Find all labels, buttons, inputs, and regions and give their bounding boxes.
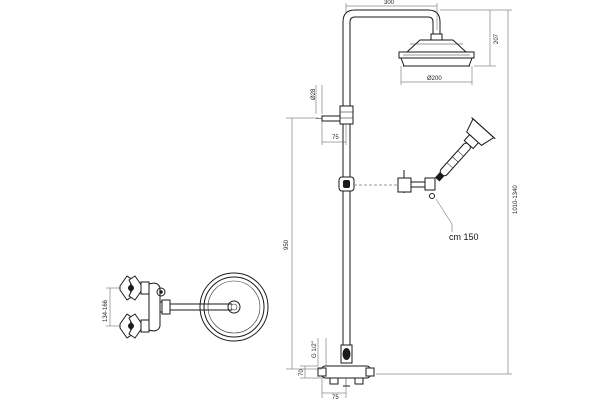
inlet-height-label: 70 [299,369,305,376]
total-height-label: 1010-1340 [513,185,519,214]
dimension-lines: 300 207 Ø200 1010-1340 Ø28 75 950 G [284,0,519,400]
shower-arm [342,9,441,34]
mixer-body [317,344,375,387]
wall-offset-bottom-label: 75 [332,395,339,400]
plan-shower-head [199,272,269,342]
thread-size-label: G 1/2" [312,341,318,358]
front-elevation [316,9,475,387]
hose-length-label: cm 150 [449,232,479,242]
bar-height-label: 950 [284,239,290,250]
lower-tap-handle [119,313,143,339]
head-height-label: 207 [494,33,500,44]
hand-shower-assembly: cm 150 [354,117,496,242]
arm-reach-label: 300 [384,0,395,6]
plan-view: 134-166 [103,272,269,342]
hand-shower-slider [338,176,355,192]
wall-offset-top-label: 75 [332,135,339,141]
upper-coupling [316,105,354,125]
shower-head [398,33,475,67]
plan-arm [161,299,232,315]
pipe-diameter-label: Ø28 [311,88,317,100]
valve-spacing-label: 134-166 [103,299,109,322]
upper-tap-handle [119,275,143,301]
head-diameter-label: Ø200 [427,76,442,82]
wall-holder [397,170,436,199]
handset [435,117,496,182]
